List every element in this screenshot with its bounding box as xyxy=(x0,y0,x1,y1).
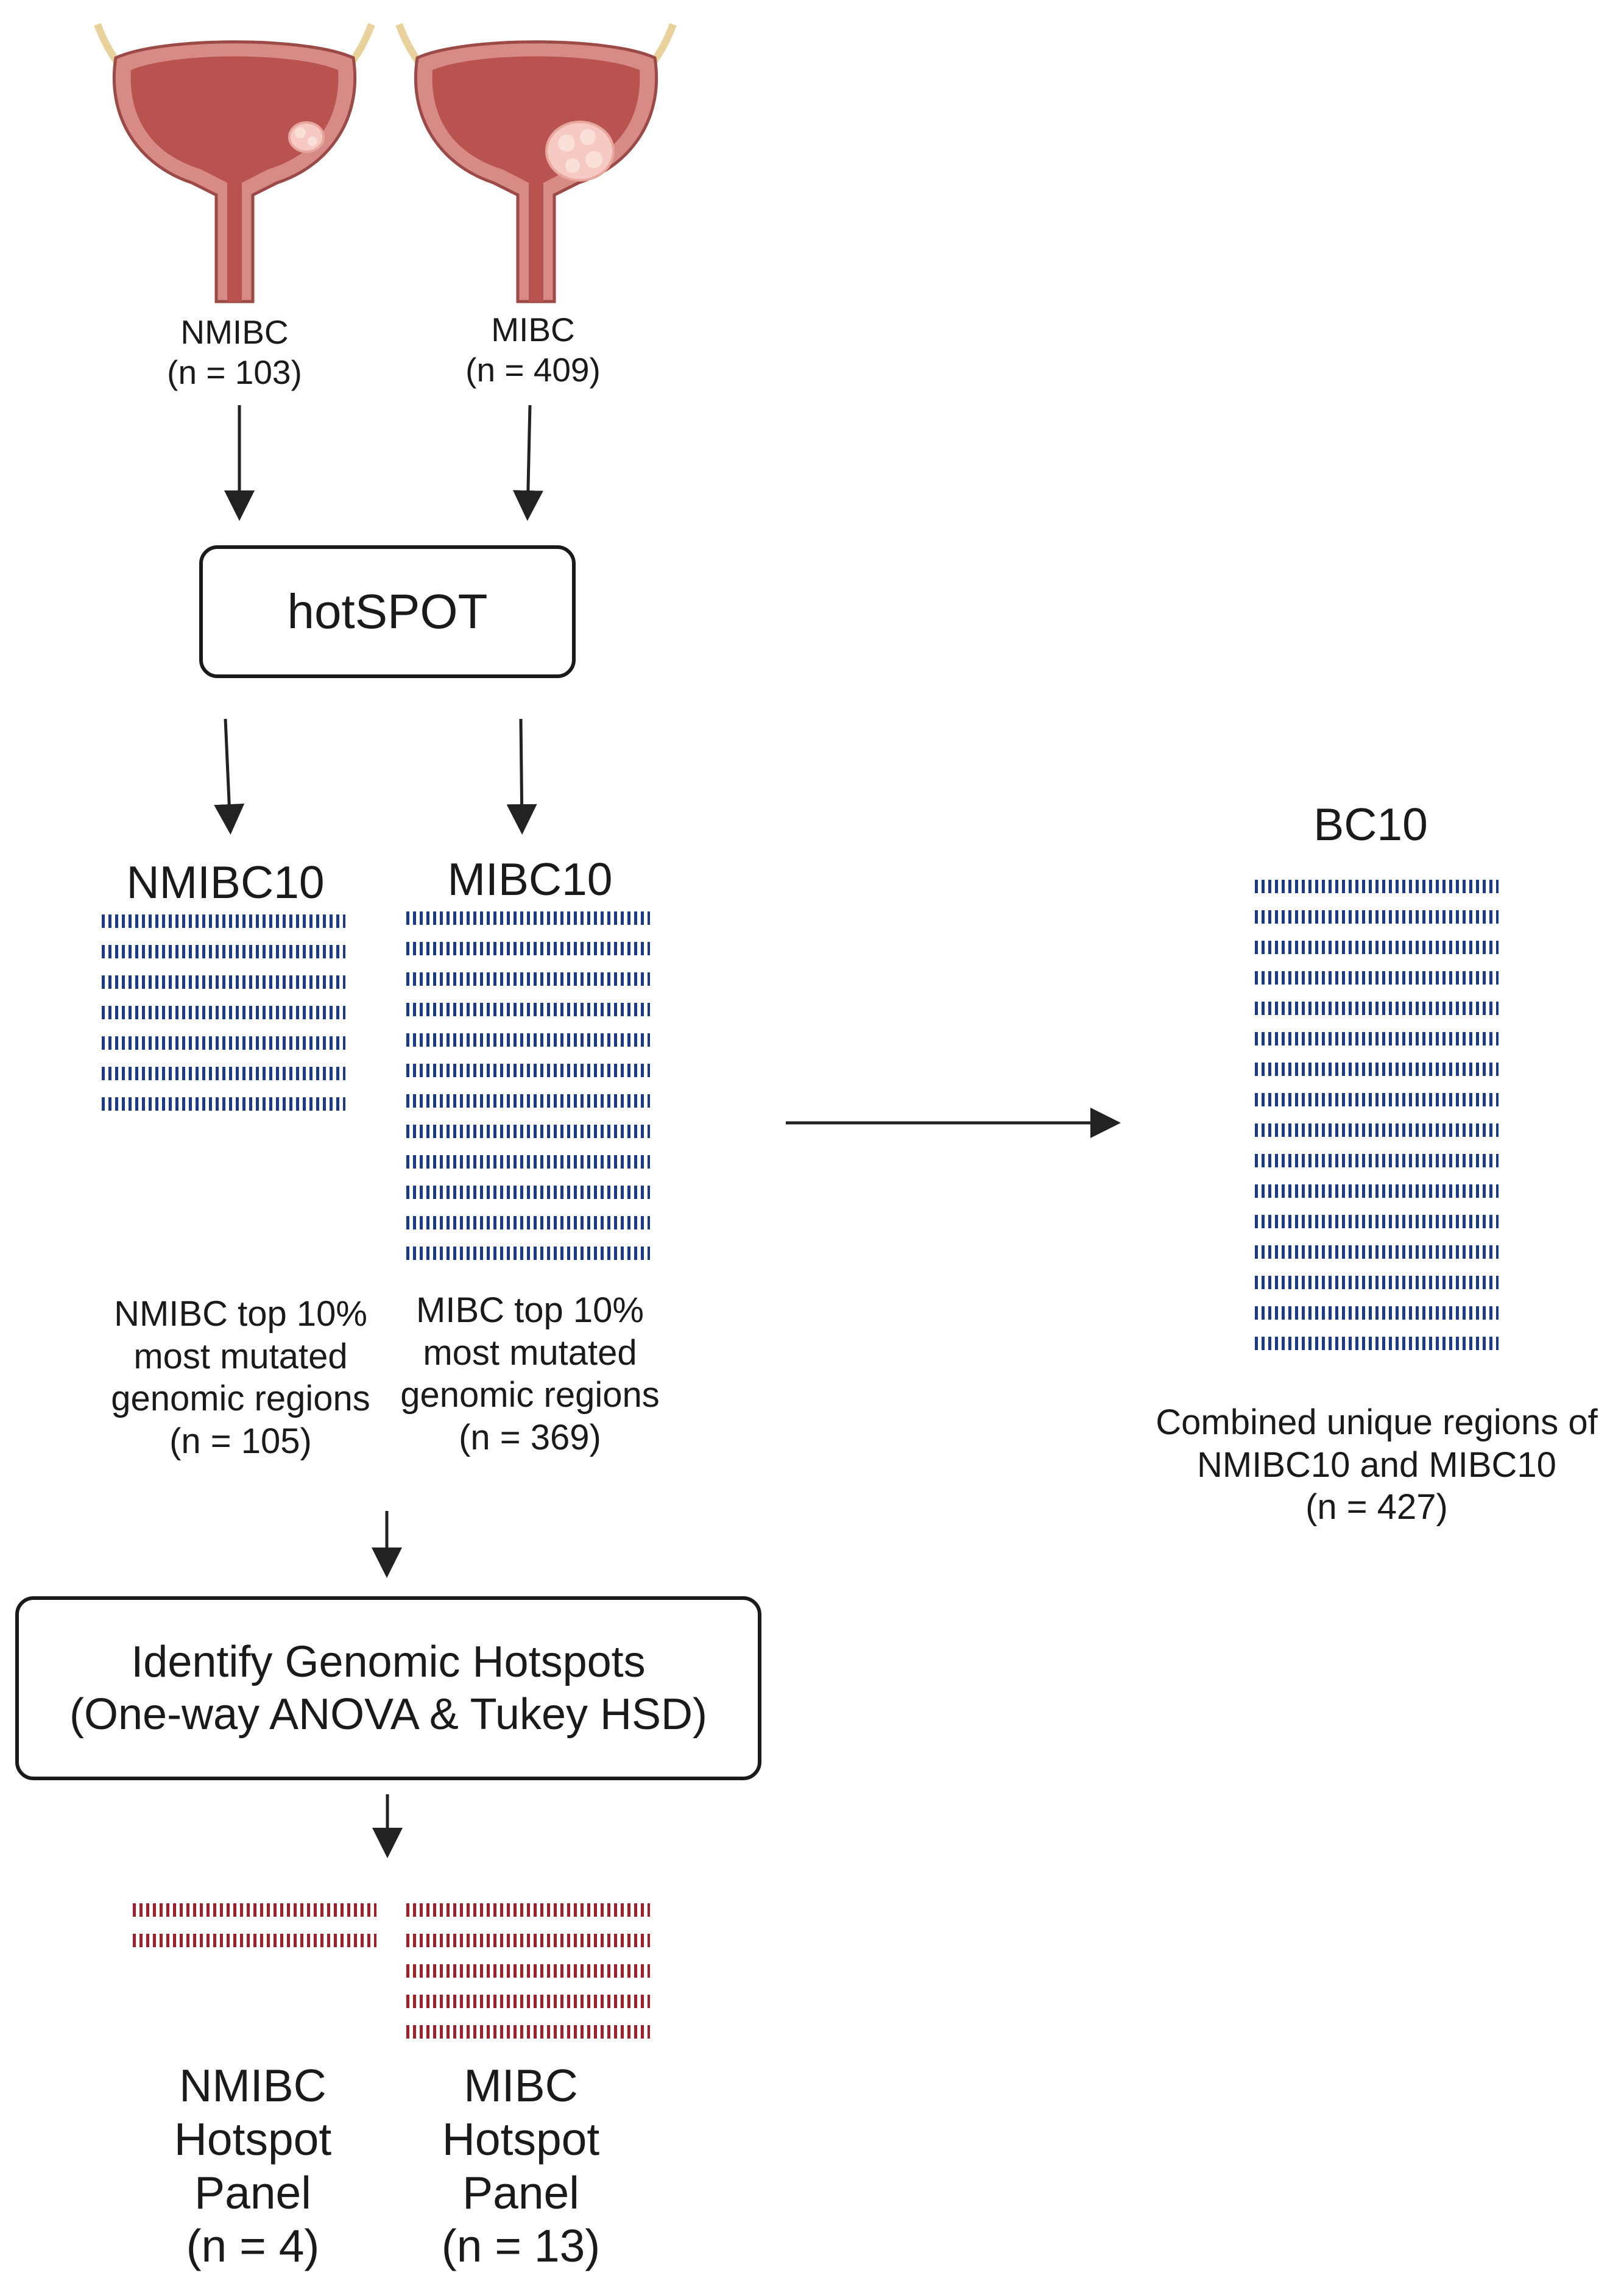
mibc10-title: MIBC10 xyxy=(447,854,613,905)
mibc-cohort-name: MIBC xyxy=(491,311,575,348)
hotspot-tool-box: hotSPOT xyxy=(199,545,576,678)
mibc-panel-line: Hotspot xyxy=(442,2113,600,2165)
nmibc10-desc-line: most mutated xyxy=(133,1336,348,1376)
mibc-hotspot-rows xyxy=(406,1903,650,2039)
bladder-nmibc-icon xyxy=(94,23,375,303)
mibc-cohort-label: MIBC (n = 409) xyxy=(439,310,627,390)
bc10-description: Combined unique regions of NMIBC10 and M… xyxy=(1133,1401,1620,1529)
nmibc-panel-line: Panel xyxy=(194,2167,311,2218)
mibc10-region-rows xyxy=(406,911,650,1260)
arrow-mibc-to-hotspot xyxy=(512,405,543,521)
nmibc-panel-label: NMIBC Hotspot Panel (n = 4) xyxy=(131,2059,375,2273)
bc10-desc-line: Combined unique regions of xyxy=(1156,1403,1598,1442)
nmibc10-title: NMIBC10 xyxy=(126,857,325,908)
bc10-desc-line: NMIBC10 and MIBC10 xyxy=(1197,1445,1556,1485)
nmibc-panel-line: NMIBC xyxy=(179,2060,327,2111)
analysis-label: Identify Genomic Hotspots (One-way ANOVA… xyxy=(69,1637,707,1739)
mibc-panel-line: (n = 13) xyxy=(441,2220,601,2272)
nmibc-cohort-label: NMIBC (n = 103) xyxy=(140,312,329,392)
mibc10-desc-line: (n = 369) xyxy=(459,1417,601,1457)
mibc-cohort-count: (n = 409) xyxy=(465,351,601,389)
mibc10-desc-line: most mutated xyxy=(423,1332,637,1373)
nmibc-panel-line: Hotspot xyxy=(174,2113,332,2165)
mibc10-desc-line: MIBC top 10% xyxy=(416,1290,644,1330)
nmibc10-desc-line: genomic regions xyxy=(111,1379,370,1419)
nmibc-cohort-count: (n = 103) xyxy=(167,353,302,391)
bladder-mibc-icon xyxy=(395,23,677,303)
nmibc10-desc-line: NMIBC top 10% xyxy=(114,1294,367,1334)
analysis-box: Identify Genomic Hotspots (One-way ANOVA… xyxy=(15,1596,761,1780)
mibc-panel-line: Panel xyxy=(462,2167,579,2218)
nmibc10-region-rows xyxy=(102,914,345,1111)
mibc10-description: MIBC top 10% most mutated genomic region… xyxy=(390,1289,670,1459)
nmibc-cohort-name: NMIBC xyxy=(180,313,289,351)
nmibc-hotspot-rows xyxy=(133,1903,376,1947)
arrow-hotspot-to-mibc10 xyxy=(506,718,537,835)
nmibc10-description: NMIBC top 10% most mutated genomic regio… xyxy=(91,1293,390,1462)
nmibc10-desc-line: (n = 105) xyxy=(169,1421,312,1461)
hotspot-tool-label: hotSPOT xyxy=(287,584,488,638)
mibc10-desc-line: genomic regions xyxy=(400,1375,660,1415)
bc10-desc-line: (n = 427) xyxy=(1305,1487,1448,1527)
bc10-region-rows xyxy=(1255,880,1499,1350)
nmibc-panel-line: (n = 4) xyxy=(186,2220,320,2272)
mibc-panel-line: MIBC xyxy=(464,2060,578,2111)
bc10-title: BC10 xyxy=(1313,799,1428,850)
mibc-panel-label: MIBC Hotspot Panel (n = 13) xyxy=(399,2059,643,2273)
arrow-hotspot-to-nmibc10 xyxy=(214,718,245,835)
